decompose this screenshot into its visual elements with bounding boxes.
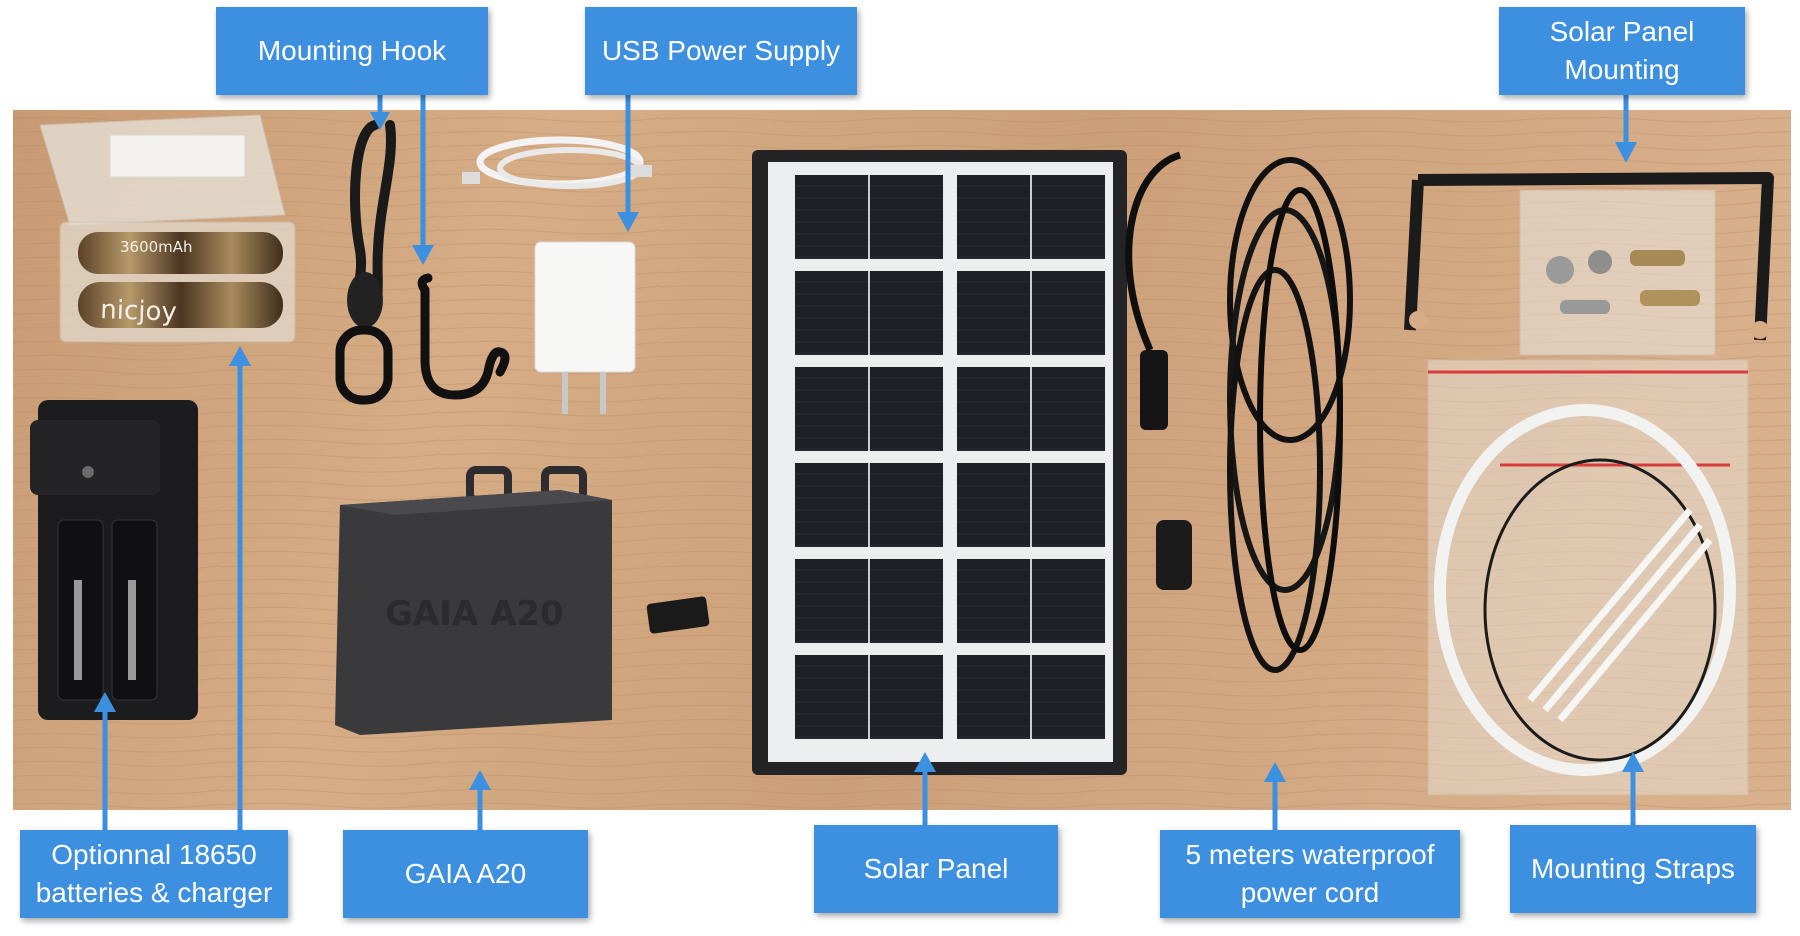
usb-power-adapter-icon [534, 241, 636, 414]
label-power-cord-line2: power cord [1240, 877, 1380, 908]
label-solar-panel-mounting-line1: Solar Panel [1549, 16, 1695, 47]
label-gaia-a20: GAIA A20 [343, 830, 588, 918]
solar-panel-icon [752, 150, 1127, 775]
mounting-hook-cord-icon [335, 120, 396, 405]
battery-brand-text: nicjoy [100, 295, 178, 328]
arrow-mounting-hook [412, 95, 434, 265]
mounting-straps-bag-icon [1427, 359, 1749, 796]
label-mounting-straps: Mounting Straps [1510, 825, 1756, 913]
arrow-mounting-hook-cord [370, 95, 390, 130]
batteries-18650-icon: nicjoy 3600mAh [39, 114, 296, 343]
label-solar-panel-mounting-line2: Mounting [1564, 54, 1680, 85]
label-batteries-line1: Optionnal 18650 [51, 839, 257, 870]
arrow-gaia [469, 770, 491, 830]
arrow-power-cord [1264, 762, 1286, 830]
arrow-solar-panel [914, 752, 936, 825]
callout-arrows [94, 90, 1644, 835]
label-usb-power-supply-text: USB Power Supply [601, 35, 841, 66]
usb-cable-icon [462, 136, 652, 189]
metal-hook-icon [417, 273, 510, 400]
metal-mounting-bracket-icon [1404, 172, 1774, 341]
label-mounting-hook: Mounting Hook [216, 7, 488, 95]
label-mounting-straps-text: Mounting Straps [1531, 853, 1735, 884]
label-power-cord-line1: 5 meters waterproof [1185, 839, 1435, 870]
label-batteries-charger: Optionnal 18650 batteries & charger [20, 830, 288, 918]
label-solar-panel-text: Solar Panel [863, 853, 1009, 884]
arrow-solar-panel-mounting [1615, 90, 1637, 163]
label-usb-power-supply: USB Power Supply [585, 7, 857, 95]
battery-capacity-text: 3600mAh [120, 238, 193, 256]
label-solar-panel: Solar Panel [814, 825, 1058, 913]
label-gaia-a20-text: GAIA A20 [404, 858, 527, 889]
gaia-a20-enclosure-icon: GAIA A20 [335, 466, 710, 735]
arrow-usb-power-supply [617, 95, 639, 232]
battery-charger-icon [30, 400, 198, 720]
arrow-batteries [229, 346, 251, 835]
label-batteries-line2: batteries & charger [35, 877, 273, 908]
screws-bag-icon [1519, 189, 1716, 356]
label-mounting-hook-text: Mounting Hook [257, 35, 447, 66]
enclosure-embossed-text: GAIA A20 [385, 594, 564, 634]
arrow-charger [94, 692, 116, 835]
waterproof-power-cord-icon [1125, 151, 1353, 673]
label-solar-panel-mounting: Solar Panel Mounting [1499, 7, 1745, 95]
arrow-mounting-straps [1622, 752, 1644, 825]
label-power-cord: 5 meters waterproof power cord [1160, 830, 1460, 918]
